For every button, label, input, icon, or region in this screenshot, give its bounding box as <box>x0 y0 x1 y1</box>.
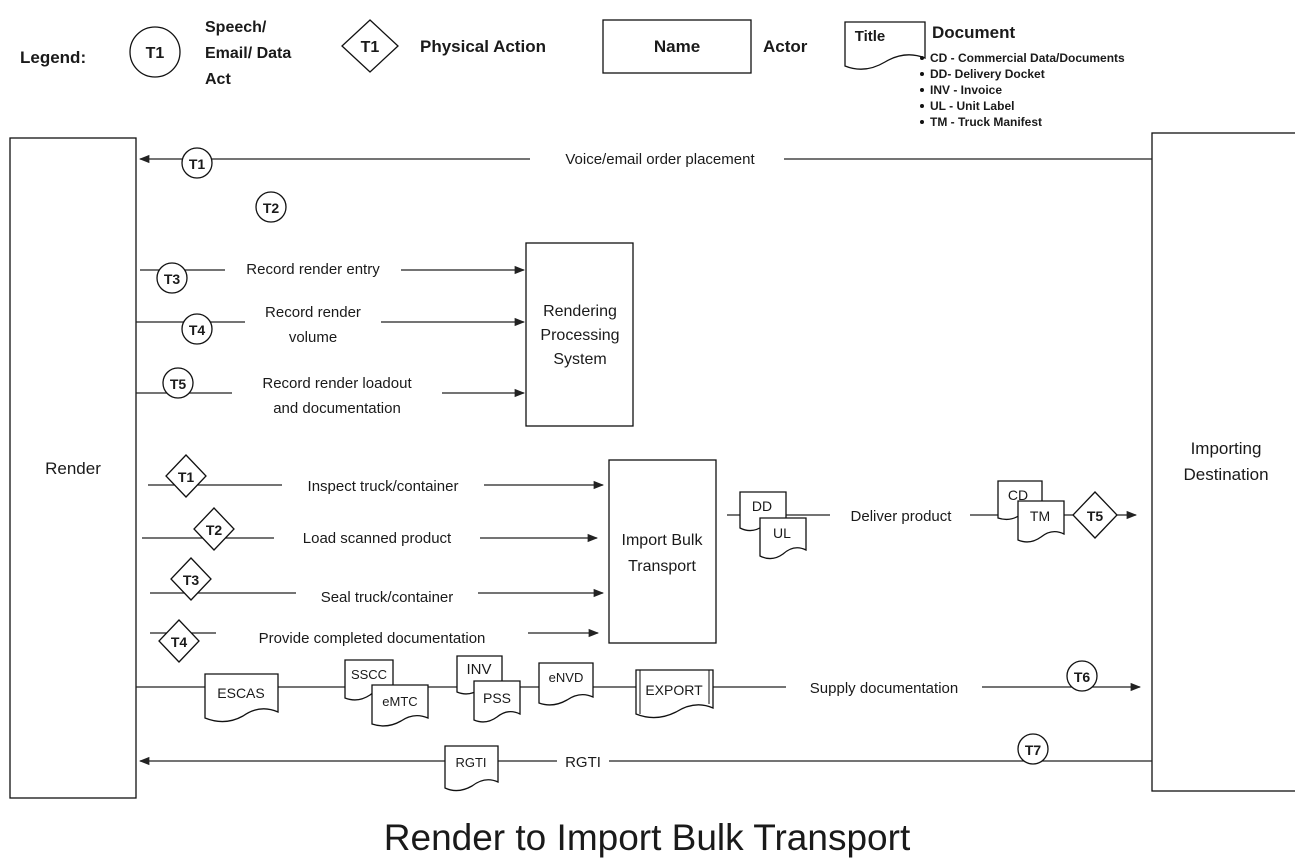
diagram-title: Render to Import Bulk Transport <box>384 817 911 858</box>
legend-actor-symbol: Name <box>602 19 752 74</box>
flow-record-volume: Record render volume T4 <box>136 300 526 348</box>
flow-deliver-label: Deliver product <box>851 508 953 525</box>
rps-label-3: System <box>553 351 606 368</box>
flow-deliver-product: Deliver product DD UL CD TM T5 <box>727 480 1138 560</box>
legend-doc-item: UL - Unit Label <box>930 99 1014 113</box>
ibt-label-1: Import Bulk <box>622 532 704 549</box>
rps-label-2: Processing <box>540 327 619 344</box>
token-t4: T4 <box>189 322 206 338</box>
svg-text:eMTC: eMTC <box>382 694 417 709</box>
actor-importing-label-2: Destination <box>1183 465 1268 484</box>
doc-escas: ESCAS <box>204 673 279 723</box>
flow-record-loadout-label-1: Record render loadout <box>262 375 412 392</box>
token-t7: T7 <box>1025 742 1042 758</box>
svg-text:PSS: PSS <box>483 690 511 706</box>
flow-seal-truck: Seal truck/container T3 <box>150 557 605 606</box>
flow-voice-order: Voice/email order placement T1 <box>138 147 1152 179</box>
legend: Legend: T1 Speech/ Email/ Data Act T1 Ph… <box>20 19 1125 129</box>
svg-text:EXPORT: EXPORT <box>645 682 703 698</box>
flow-rgti: RGTI RGTI T7 <box>138 733 1152 792</box>
legend-speech-label-2: Email/ Data <box>205 45 291 62</box>
svg-text:SSCC: SSCC <box>351 667 387 682</box>
legend-physical-token: T1 <box>361 39 380 56</box>
token-physical-t2: T2 <box>206 522 223 538</box>
token-t2: T2 <box>263 200 280 216</box>
doc-pss: PSS <box>473 680 521 723</box>
token-t1: T1 <box>189 156 206 172</box>
legend-actor-label: Actor <box>763 37 808 56</box>
svg-text:DD: DD <box>752 498 772 514</box>
legend-document-label: Document <box>932 23 1015 42</box>
svg-text:TM: TM <box>1030 508 1050 524</box>
legend-speech-symbol: T1 <box>129 26 181 78</box>
flow-supply-label: Supply documentation <box>810 680 958 697</box>
token-t5: T5 <box>170 376 187 392</box>
svg-text:ESCAS: ESCAS <box>217 685 264 701</box>
svg-text:RGTI: RGTI <box>455 755 486 770</box>
actor-render: Render <box>9 137 137 799</box>
legend-physical-label: Physical Action <box>420 37 546 56</box>
doc-envd: eNVD <box>538 662 594 706</box>
flow-record-loadout: Record render loadout and documentation … <box>136 367 526 418</box>
flow-record-entry-label: Record render entry <box>246 261 380 278</box>
doc-tm: TM <box>1017 500 1065 543</box>
legend-physical-symbol: T1 <box>341 19 399 73</box>
flow-provide-label: Provide completed documentation <box>259 630 486 647</box>
svg-text:INV: INV <box>466 661 491 678</box>
flow-inspect-label: Inspect truck/container <box>308 478 459 495</box>
flow-voice-label: Voice/email order placement <box>565 151 755 168</box>
flow-rgti-label: RGTI <box>565 754 601 771</box>
doc-ul: UL <box>759 517 807 560</box>
flow-record-volume-label-1: Record render <box>265 304 361 321</box>
flow-inspect-truck: Inspect truck/container T1 <box>148 454 605 498</box>
legend-doc-item: CD - Commercial Data/Documents <box>930 51 1125 65</box>
svg-text:UL: UL <box>773 525 791 541</box>
flow-provide-documentation: Provide completed documentation T4 <box>150 619 600 663</box>
doc-rgti: RGTI <box>444 745 499 792</box>
token-physical-t4: T4 <box>171 634 188 650</box>
flow-seal-label: Seal truck/container <box>321 589 454 606</box>
legend-doc-list: CD - Commercial Data/Documents DD- Deliv… <box>920 51 1125 129</box>
legend-title: Legend: <box>20 48 86 67</box>
rps-label-1: Rendering <box>543 303 617 320</box>
legend-doc-item: DD- Delivery Docket <box>930 67 1045 81</box>
ibt-label-2: Transport <box>628 558 696 575</box>
legend-doc-box-label: Title <box>855 28 886 45</box>
flow-load-product: Load scanned product T2 <box>142 507 599 551</box>
token-t2-standalone: T2 <box>255 191 287 223</box>
legend-document-symbol: Title <box>844 21 926 70</box>
legend-speech-token: T1 <box>146 45 165 62</box>
svg-text:eNVD: eNVD <box>549 670 584 685</box>
doc-export: EXPORT <box>635 669 714 719</box>
legend-speech-label-1: Speech/ <box>205 19 267 36</box>
token-physical-t5: T5 <box>1087 508 1104 524</box>
doc-emtc: eMTC <box>371 684 429 727</box>
actor-rendering-processing-system: Rendering Processing System <box>525 242 634 427</box>
token-t6: T6 <box>1074 669 1091 685</box>
flow-record-entry: Record render entry T3 <box>140 259 526 294</box>
actor-importing-label-1: Importing <box>1191 439 1262 458</box>
actor-render-label: Render <box>45 459 101 478</box>
token-physical-t1: T1 <box>178 469 195 485</box>
flow-load-label: Load scanned product <box>303 530 452 547</box>
svg-text:CD: CD <box>1008 487 1028 503</box>
flow-supply-documentation: ESCAS SSCC eMTC INV PSS eNVD EXPORT <box>136 655 1142 727</box>
flow-record-volume-label-2: volume <box>289 329 337 346</box>
token-t3: T3 <box>164 271 181 287</box>
actor-import-bulk-transport: Import Bulk Transport <box>608 459 717 644</box>
legend-doc-item: TM - Truck Manifest <box>930 115 1042 129</box>
legend-speech-label-3: Act <box>205 71 231 88</box>
legend-doc-item: INV - Invoice <box>930 83 1002 97</box>
flow-record-loadout-label-2: and documentation <box>273 400 401 417</box>
legend-actor-box-label: Name <box>654 37 700 56</box>
token-physical-t3: T3 <box>183 572 200 588</box>
actor-importing-destination: Importing Destination <box>1151 132 1295 792</box>
